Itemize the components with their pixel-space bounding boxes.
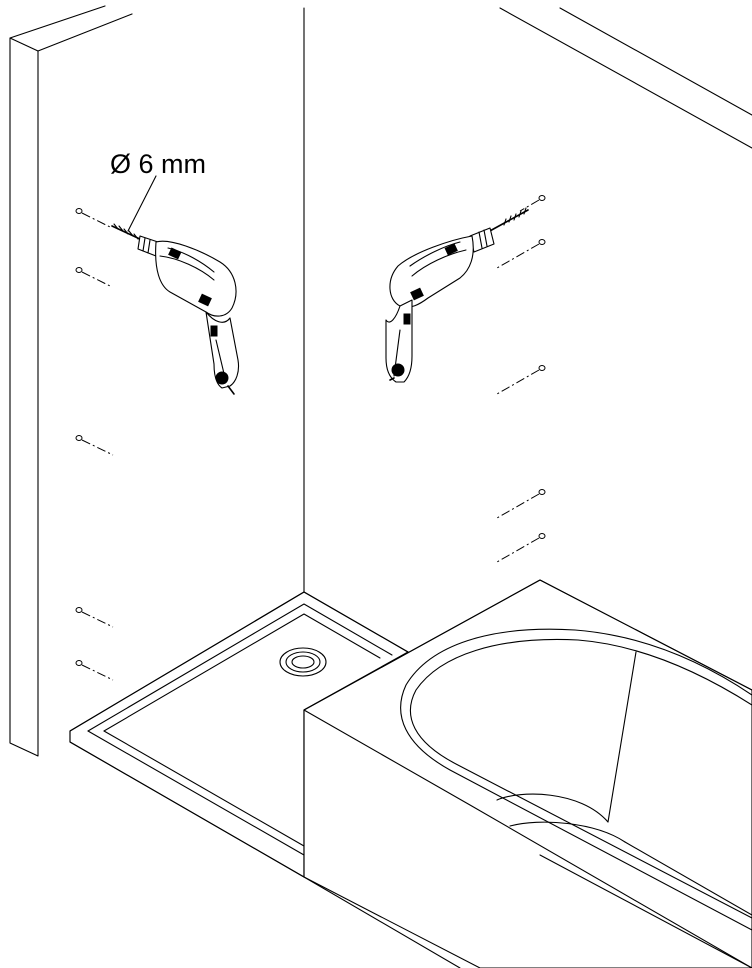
drain-icon (279, 647, 327, 677)
drill-hole-mark (75, 267, 113, 288)
right-drill-holes (496, 195, 546, 563)
drill-hole-mark (496, 239, 546, 269)
drill-hole-mark (496, 365, 546, 395)
leader-line (127, 175, 157, 232)
drill-hole-mark (75, 435, 114, 456)
drill-hole-mark (75, 607, 114, 628)
drill-hole-mark (519, 195, 546, 212)
left-drill-holes (75, 208, 114, 681)
drill-hole-mark (75, 660, 114, 681)
left-wall-panel (9, 5, 133, 757)
drill-icon (111, 223, 240, 395)
drill-hole-mark (496, 489, 546, 519)
drill-hole-mark (496, 533, 546, 563)
drill-hole-mark (75, 208, 113, 229)
drill-icon (385, 207, 529, 383)
bathtub (303, 579, 752, 968)
drill-diameter-label: Ø 6 mm (110, 149, 206, 179)
wall-corner-edge (303, 7, 752, 593)
